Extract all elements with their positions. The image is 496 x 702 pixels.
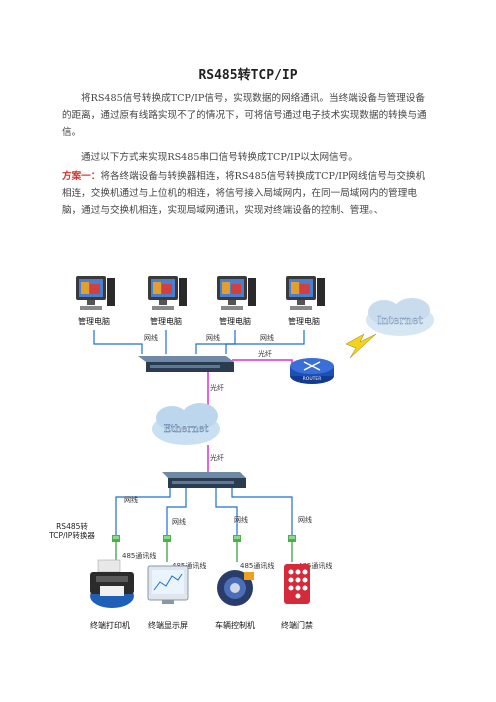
access-control-icon <box>284 564 310 604</box>
vehicle-controller-icon <box>217 570 254 606</box>
converter-label: RS485转TCP/IP转换器 <box>49 522 95 540</box>
pc-label: 管理电脑 <box>219 316 251 326</box>
scheme-label: 方案一： <box>62 171 101 182</box>
paragraph-method: 通过以下方式来实现RS485串口信号转换成TCP/IP以太网信号。 <box>81 152 358 163</box>
fiber-label: 光纤 <box>210 383 224 392</box>
rs485-label: 485通讯线 <box>298 561 332 570</box>
terminal-label: 终端门禁 <box>281 620 313 630</box>
cable-label: 网线 <box>206 333 220 342</box>
converter-cables <box>115 488 293 535</box>
cable-label: 网线 <box>172 517 186 526</box>
bottom-switch-icon <box>162 472 246 488</box>
display-screen-icon <box>147 565 189 604</box>
fiber-label: 光纤 <box>210 453 224 462</box>
paragraph-intro: 将RS485信号转换成TCP/IP信号，实现数据的网络通讯。当终端设备与管理设备… <box>62 93 427 138</box>
router-icon <box>290 358 334 384</box>
internet-label: Internet <box>377 314 423 327</box>
scheme-body: 将各终端设备与转换器相连，将RS485信号转换成TCP/IP网线信号与交换机相连… <box>62 171 426 216</box>
pc-label: 管理电脑 <box>288 316 320 326</box>
cable-label: 网线 <box>298 515 312 524</box>
pc-icon <box>286 276 325 310</box>
paragraph-scheme: 方案一：将各终端设备与转换器相连，将RS485信号转换成TCP/IP网线信号与交… <box>62 168 434 219</box>
router-label: ROUTER <box>303 376 322 382</box>
ethernet-label: Ethernet <box>164 424 209 435</box>
top-switch-icon <box>138 356 234 372</box>
internet-cloud-icon <box>366 298 434 336</box>
converter-icon <box>163 535 171 542</box>
pc-label: 管理电脑 <box>150 316 182 326</box>
network-diagram: 管理电脑 管理电脑 管理电脑 管理电脑 网线 网线 网线 Internet RO… <box>46 262 446 650</box>
rs485-lines <box>115 542 293 562</box>
pc-icon <box>217 276 256 310</box>
fiber-label: 光纤 <box>258 349 272 358</box>
pc-icon <box>148 276 187 310</box>
printer-icon <box>90 559 134 608</box>
cable-label: 网线 <box>260 333 274 342</box>
pc-icon <box>76 276 115 310</box>
cable-label: 网线 <box>234 515 248 524</box>
converter-icon <box>288 535 296 542</box>
ethernet-cloud-icon <box>152 403 220 445</box>
converter-icon <box>112 535 120 542</box>
rs485-label: 485通讯线 <box>122 551 156 560</box>
converter-icon <box>233 535 241 542</box>
pc-cables <box>93 330 305 354</box>
terminal-label: 终端显示屏 <box>148 620 188 630</box>
document-title: RS485转TCP/IP <box>198 68 298 83</box>
pc-group <box>76 276 325 310</box>
rs485-label: 485通讯线 <box>172 561 206 570</box>
lightning-icon <box>345 333 377 359</box>
pc-label: 管理电脑 <box>78 316 110 326</box>
terminal-label: 终端打印机 <box>90 620 130 630</box>
terminal-label: 车辆控制机 <box>215 620 255 630</box>
rs485-label: 485通讯线 <box>240 561 274 570</box>
cable-label: 网线 <box>144 333 158 342</box>
cable-label: 网线 <box>124 495 138 504</box>
